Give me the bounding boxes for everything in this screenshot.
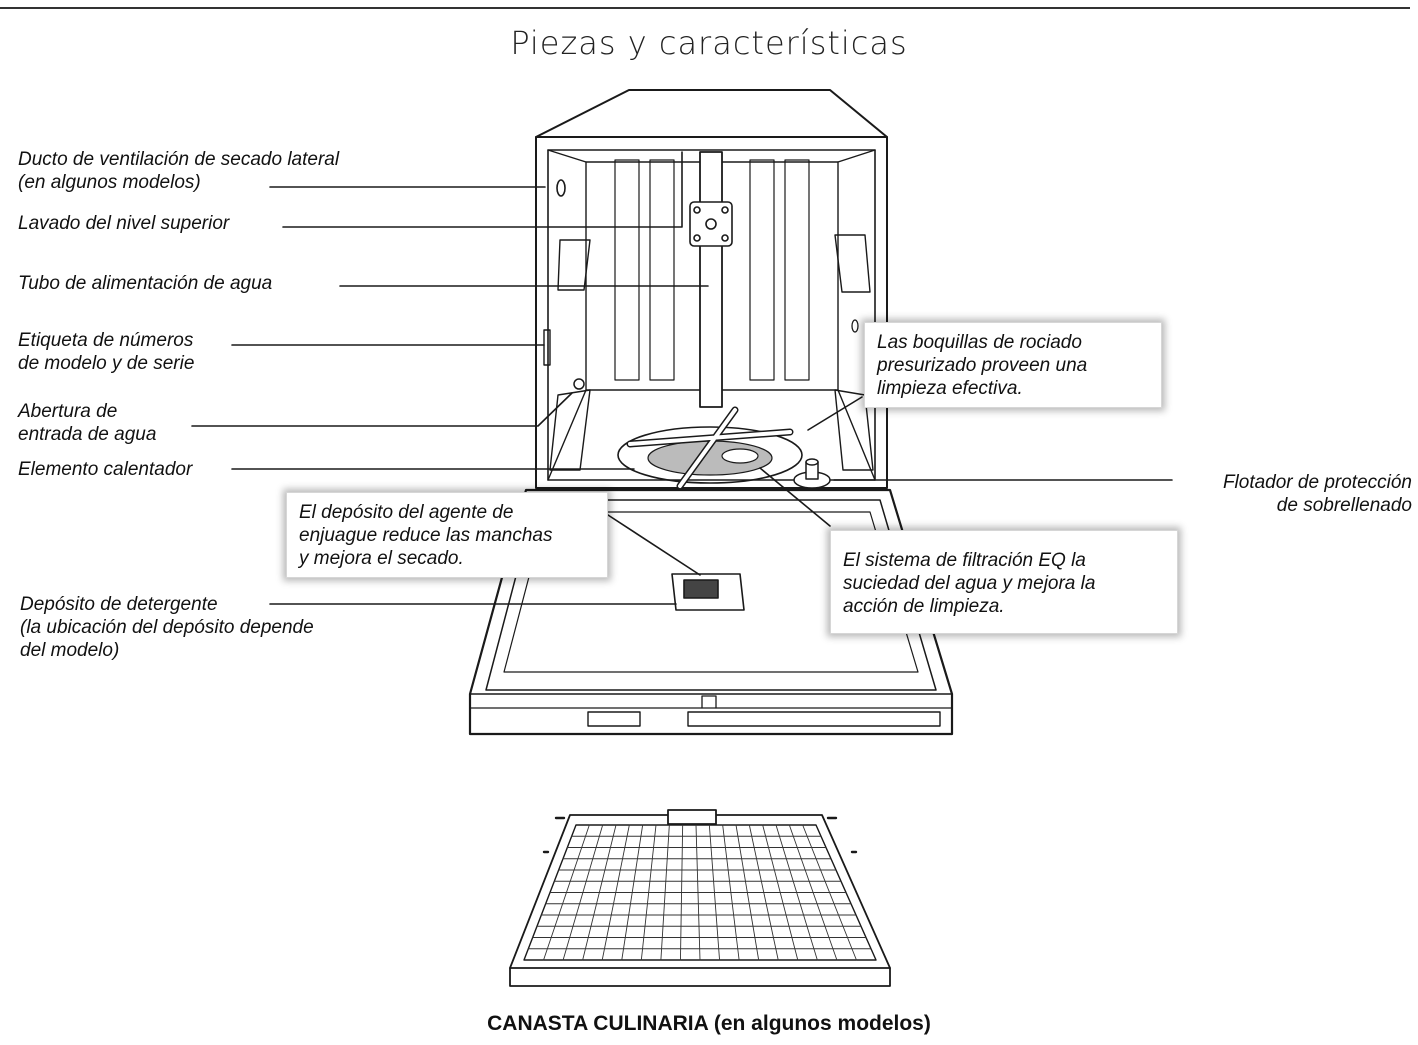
culinary-basket	[509, 809, 891, 987]
serial-label-plate	[543, 329, 551, 366]
side-vent	[556, 179, 566, 197]
top-wash-nozzle	[689, 201, 733, 247]
water-inlet	[573, 378, 585, 390]
water-supply-tube	[699, 151, 723, 408]
leader-lines	[191, 151, 1173, 605]
callout-filtration: El sistema de filtración EQ la suciedad …	[830, 530, 1178, 634]
overfill-float	[793, 458, 831, 489]
label-overfill-float: Flotador de protección de sobrellenado	[1222, 472, 1412, 516]
top-rule	[0, 7, 1410, 9]
filter-system	[617, 426, 803, 484]
callout-spray-nozzles: Las boquillas de rociado presurizado pro…	[864, 322, 1162, 408]
label-water-inlet: Abertura de entrada de agua	[18, 401, 157, 445]
detergent-dispenser	[671, 573, 745, 611]
label-top-wash: Lavado del nivel superior	[18, 213, 230, 234]
basket-grid	[527, 824, 872, 961]
label-side-vent: Ducto de ventilación de secado lateral (…	[18, 149, 340, 193]
callout-rinse-aid: El depósito del agente de enjuague reduc…	[286, 492, 608, 578]
label-serial-plate: Etiqueta de números de modelo y de serie	[18, 330, 195, 374]
label-detergent-dispenser: Depósito de detergente (la ubicación del…	[20, 594, 314, 661]
page-title: Piezas y características	[510, 24, 908, 62]
label-water-tube: Tubo de alimentación de agua	[18, 273, 273, 294]
basket-caption: CANASTA CULINARIA (en algunos modelos)	[487, 1012, 931, 1035]
label-heating-element: Elemento calentador	[18, 459, 193, 480]
